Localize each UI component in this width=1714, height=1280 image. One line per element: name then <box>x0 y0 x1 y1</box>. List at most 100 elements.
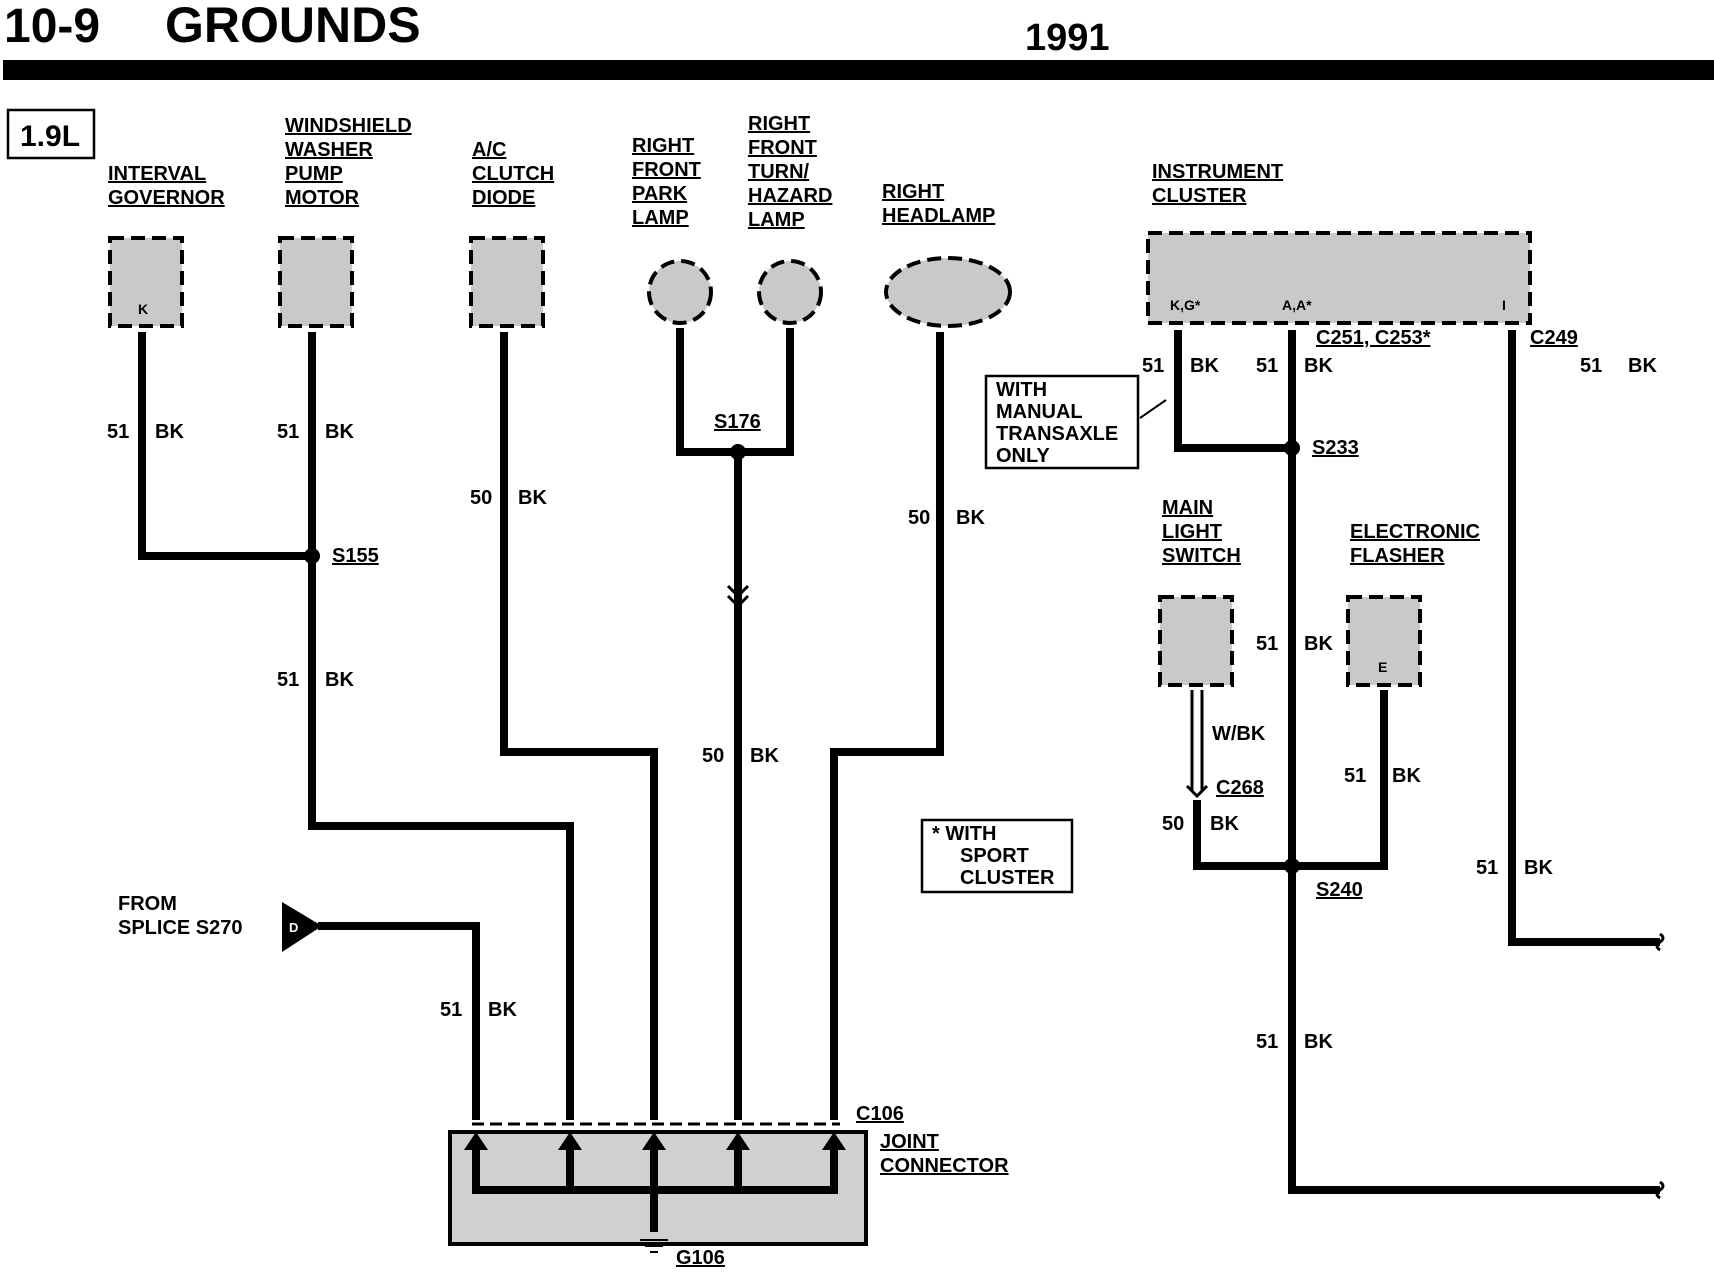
svg-text:MOTOR: MOTOR <box>285 187 360 209</box>
wire-label: 51 BK <box>1476 857 1553 879</box>
ground-g106-label: G106 <box>676 1247 725 1269</box>
engine-badge: 1.9L <box>20 120 80 153</box>
page-number: 10-9 <box>4 0 100 53</box>
svg-text:W/BK: W/BK <box>1212 723 1266 745</box>
cluster-pin-i: I <box>1502 297 1506 313</box>
svg-text:51: 51 <box>440 999 462 1021</box>
instrument-cluster-label: INSTRUMENT CLUSTER <box>1152 161 1283 207</box>
splice-s176-label: S176 <box>714 411 761 433</box>
svg-text:51: 51 <box>1476 857 1498 879</box>
svg-text:MANUAL: MANUAL <box>996 401 1083 423</box>
svg-text:WITH: WITH <box>996 379 1047 401</box>
interval-governor <box>108 236 184 328</box>
splice-s155-label: S155 <box>332 545 379 567</box>
splice-s240-label: S240 <box>1316 879 1363 901</box>
note-sport-cluster-box <box>920 818 1074 894</box>
header-rule <box>3 60 1714 80</box>
main-light-switch <box>1158 595 1234 687</box>
svg-text:SPLICE S270: SPLICE S270 <box>118 917 243 939</box>
from-splice-label: FROM SPLICE S270 <box>118 893 243 939</box>
svg-text:51: 51 <box>1256 355 1278 377</box>
svg-text:51: 51 <box>1256 1031 1278 1053</box>
svg-text:50: 50 <box>1162 813 1184 835</box>
svg-text:51: 51 <box>277 669 299 691</box>
right-headlamp-label: RIGHT HEADLAMP <box>882 181 995 227</box>
splice-s240-dot <box>1284 858 1300 874</box>
connector-c251-c253-label: C251, C253* <box>1316 327 1431 349</box>
svg-text:CONNECTOR: CONNECTOR <box>880 1155 1009 1177</box>
svg-text:MAIN: MAIN <box>1162 497 1213 519</box>
svg-text:BK: BK <box>518 487 547 509</box>
svg-text:BK: BK <box>325 421 354 443</box>
connector-c106-label: C106 <box>856 1103 904 1125</box>
svg-text:TRANSAXLE: TRANSAXLE <box>996 423 1118 445</box>
svg-text:BK: BK <box>1524 857 1553 879</box>
svg-text:HAZARD: HAZARD <box>748 185 832 207</box>
svg-text:BK: BK <box>1190 355 1219 377</box>
svg-text:LAMP: LAMP <box>748 209 805 231</box>
svg-text:HEADLAMP: HEADLAMP <box>882 205 995 227</box>
connector-c268-symbol <box>1185 784 1209 799</box>
right-headlamp <box>884 256 1012 328</box>
washer-pump-motor <box>278 236 354 328</box>
wire-label: 51 BK <box>277 669 354 691</box>
svg-text:51: 51 <box>1580 355 1602 377</box>
svg-text:50: 50 <box>908 507 930 529</box>
splice-s270-terminal-icon <box>282 902 322 952</box>
interval-governor-pin: K <box>138 301 148 317</box>
wire-label: 50 BK <box>1162 813 1239 835</box>
note-manual-transaxle: WITH MANUAL TRANSAXLE ONLY <box>996 379 1118 467</box>
svg-text:GOVERNOR: GOVERNOR <box>108 187 225 209</box>
joint-connector-arrows <box>464 1132 846 1150</box>
connector-c249-label: C249 <box>1530 327 1578 349</box>
inline-connector-s176 <box>726 584 750 599</box>
svg-text:BK: BK <box>1210 813 1239 835</box>
svg-text:ONLY: ONLY <box>996 445 1050 467</box>
section-title: GROUNDS <box>165 0 421 53</box>
svg-text:CLUSTER: CLUSTER <box>1152 185 1247 207</box>
svg-text:BK: BK <box>155 421 184 443</box>
splice-s270-pin: D <box>289 920 298 935</box>
wire-label: 51 BK <box>1580 355 1657 377</box>
svg-text:BK: BK <box>1304 633 1333 655</box>
svg-text:BK: BK <box>488 999 517 1021</box>
svg-text:51: 51 <box>1256 633 1278 655</box>
svg-text:BK: BK <box>1304 355 1333 377</box>
svg-text:BK: BK <box>750 745 779 767</box>
main-light-switch-label: MAIN LIGHT SWITCH <box>1162 497 1241 567</box>
svg-text:JOINT: JOINT <box>880 1131 939 1153</box>
svg-text:* WITH: * WITH <box>932 823 996 845</box>
instrument-cluster <box>1146 231 1532 325</box>
svg-text:BK: BK <box>325 669 354 691</box>
wire-label: 51 BK <box>1256 633 1333 655</box>
svg-text:50: 50 <box>470 487 492 509</box>
svg-text:RIGHT: RIGHT <box>748 113 810 135</box>
svg-text:CLUSTER: CLUSTER <box>960 867 1055 889</box>
svg-text:BK: BK <box>956 507 985 529</box>
svg-text:DIODE: DIODE <box>472 187 535 209</box>
rf-park-lamp-label: RIGHT FRONT PARK LAMP <box>632 135 701 229</box>
splice-s233-label: S233 <box>1312 437 1359 459</box>
svg-text:51: 51 <box>107 421 129 443</box>
connector-c268-label: C268 <box>1216 777 1264 799</box>
ac-clutch-diode-label: A/C CLUTCH DIODE <box>472 139 554 209</box>
svg-text:RIGHT: RIGHT <box>632 135 694 157</box>
svg-text:ELECTRONIC: ELECTRONIC <box>1350 521 1480 543</box>
cluster-pin-kg: K,G* <box>1170 297 1201 313</box>
washer-pump-motor-label: WINDSHIELD WASHER PUMP MOTOR <box>285 115 412 209</box>
wire-continuation-icon <box>1655 932 1665 952</box>
svg-text:BK: BK <box>1628 355 1657 377</box>
svg-text:LIGHT: LIGHT <box>1162 521 1222 543</box>
engine-badge-box <box>6 108 96 160</box>
electronic-flasher-label: ELECTRONIC FLASHER <box>1350 521 1480 567</box>
wire-label: 50 BK <box>470 487 547 509</box>
svg-text:RIGHT: RIGHT <box>882 181 944 203</box>
svg-text:INTERVAL: INTERVAL <box>108 163 206 185</box>
svg-text:51: 51 <box>1344 765 1366 787</box>
wire-continuation-icon <box>1655 1180 1665 1200</box>
